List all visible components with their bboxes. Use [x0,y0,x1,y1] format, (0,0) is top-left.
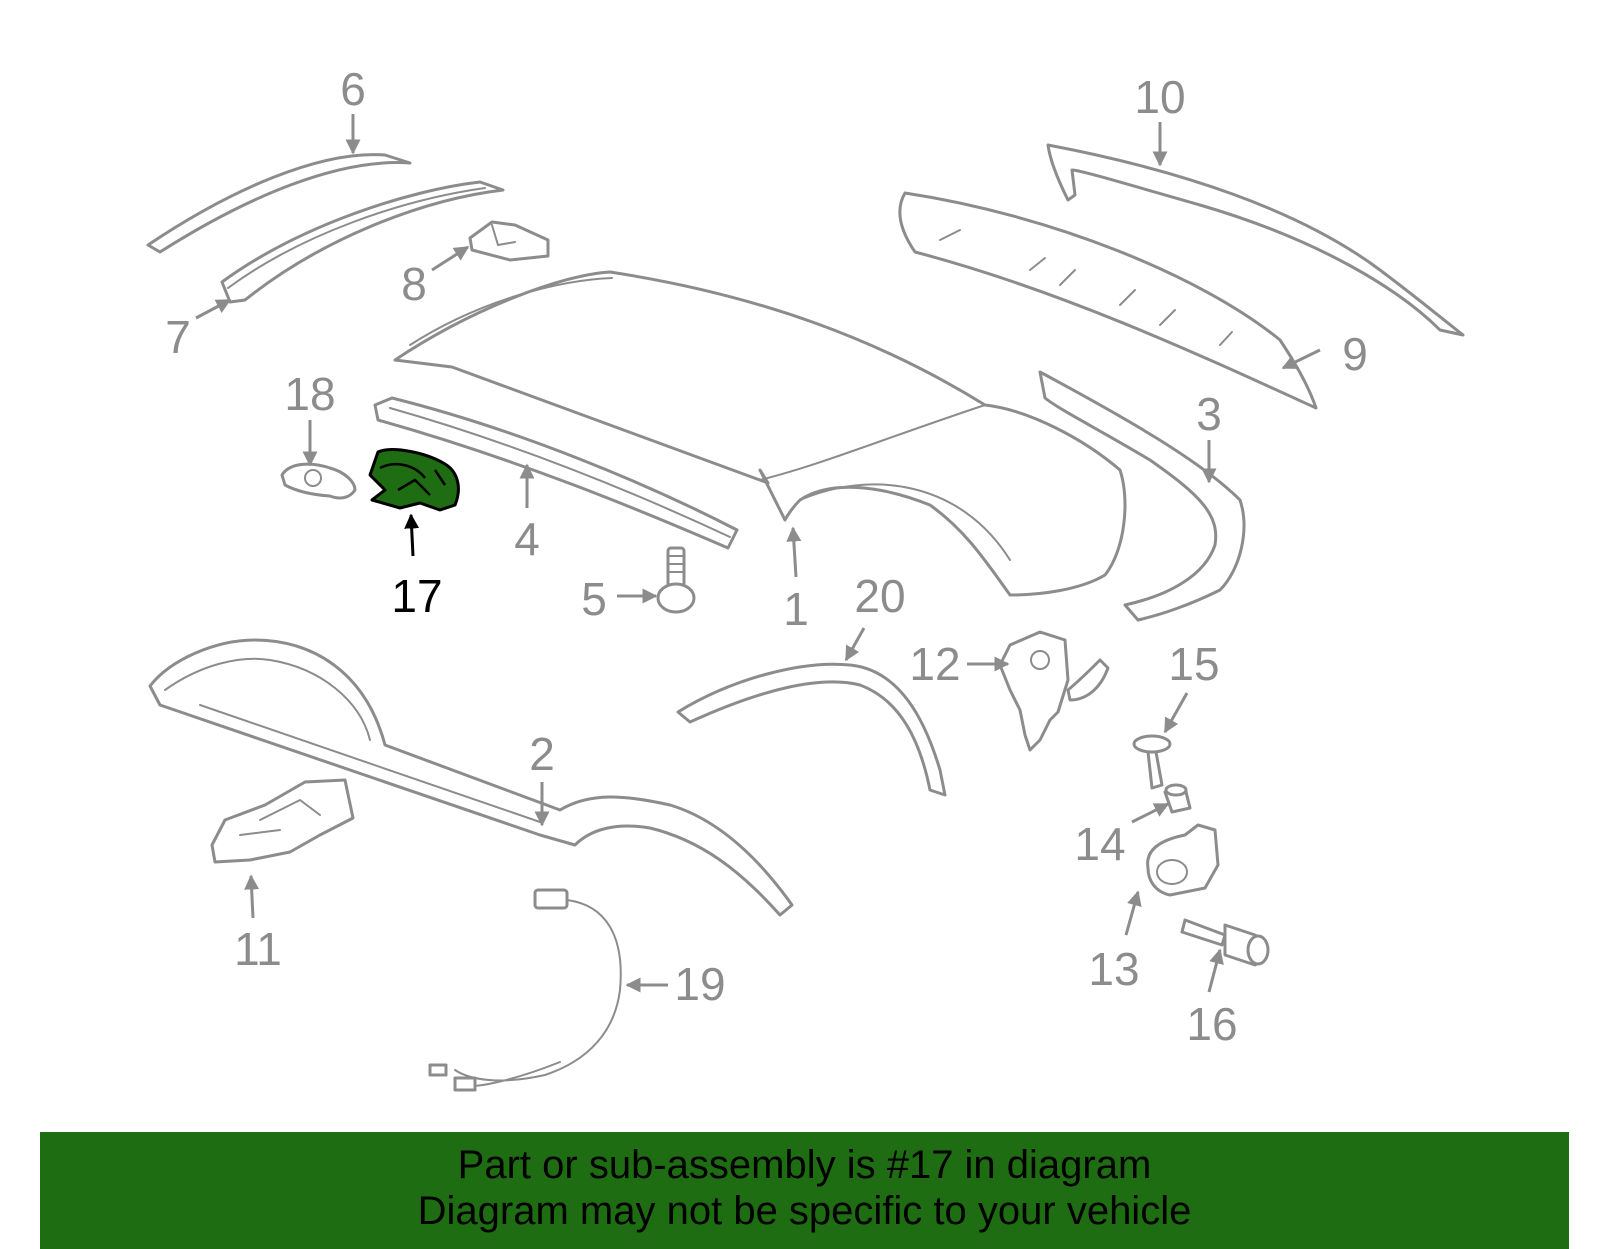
callout-10: 10 [1134,71,1185,123]
part-6-header-trim [146,153,412,254]
leader-15 [1163,692,1189,734]
part-15-pin [1132,734,1172,790]
callout-8: 8 [401,258,427,310]
banner-line-2: Diagram may not be specific to your vehi… [417,1189,1192,1233]
callout-5: 5 [581,573,607,625]
part-5-bolt [656,546,696,614]
part-4-side-rail [373,396,739,550]
leader-16 [1207,948,1224,993]
leader-1 [786,526,802,578]
part-19-cable [428,888,622,1092]
part-9-rear-window [898,191,1318,410]
callout-3: 3 [1196,388,1222,440]
part-11-bracket [210,778,355,864]
leader-7 [195,298,232,320]
info-banner: Part or sub-assembly is #17 in diagram D… [40,1132,1569,1249]
callout-6: 6 [340,63,366,115]
callout-16: 16 [1186,998,1237,1050]
callout-1: 1 [783,583,809,635]
callout-17: 17 [391,570,442,622]
leader-13 [1124,890,1142,936]
callout-14: 14 [1074,818,1125,870]
callout-4: 4 [514,513,540,565]
callout-7: 7 [165,311,191,363]
callout-18: 18 [284,368,335,420]
callout-11: 11 [234,923,282,975]
part-10-rear-weatherstrip [1046,143,1465,337]
part-2-rail [148,638,794,917]
callout-12: 12 [909,638,960,690]
part-7-front-weatherstrip [220,180,505,304]
leader-11 [244,874,260,919]
leader-8 [431,245,470,272]
leader-20 [844,627,866,662]
leader-17 [404,513,420,557]
callout-19: 19 [674,958,725,1010]
leader-9 [1281,348,1321,370]
part-13-latch-hook [1146,823,1220,897]
part-8-bracket [468,220,550,262]
part-14-bushing [1163,783,1192,814]
part-18-clip [280,462,357,500]
callout-9: 9 [1342,328,1368,380]
part-1-soft-top [393,270,1127,597]
leader-14 [1131,802,1170,824]
part-16-sleeve-bolt [1180,918,1270,967]
callout-2: 2 [529,728,555,780]
banner-line-1: Part or sub-assembly is #17 in diagram [457,1143,1152,1187]
callout-13: 13 [1088,943,1139,995]
part-17-highlighted [368,448,460,512]
callout-15: 15 [1168,638,1219,690]
callout-20: 20 [854,570,905,622]
part-20-arch-trim [676,662,947,797]
part-12-latch [998,630,1110,752]
